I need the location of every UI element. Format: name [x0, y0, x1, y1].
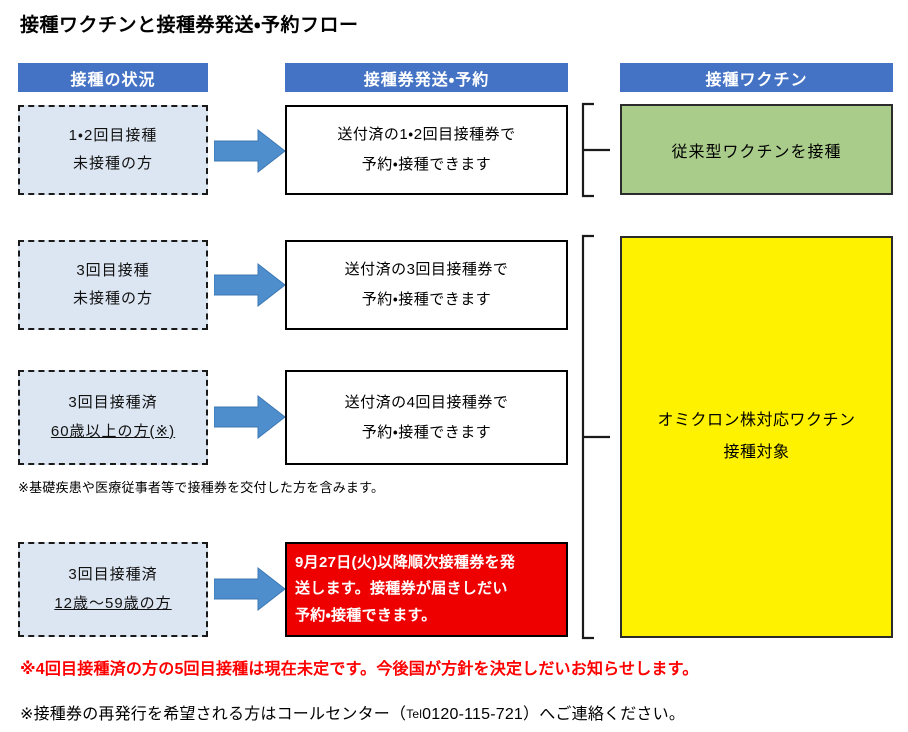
brace-connector-conventional — [580, 102, 614, 198]
ticket-line2: 予約・接種できます — [361, 423, 492, 441]
right-arrow-icon — [213, 566, 286, 612]
criteria-footnote: ※基礎疾患や医療従事者等で接種券を交付した方を含みます。 — [18, 480, 385, 495]
status-line2: 未接種の方 — [72, 290, 153, 307]
status-box-row2: 3回目接種 未接種の方 — [18, 240, 208, 330]
ticket-box-row1: 送付済の1・2回目接種券で 予約・接種できます — [285, 105, 568, 195]
vaccine-box-omicron: オミクロン株対応ワクチン 接種対象 — [620, 236, 893, 638]
right-arrow-icon — [213, 128, 286, 174]
ticket-line1: 送付済の1・2回目接種券で — [337, 126, 516, 143]
ticket-box-row3: 送付済の4回目接種券で 予約・接種できます — [285, 370, 568, 465]
contact-prefix: ※接種券の再発行を希望される方はコールセンター（ — [20, 706, 407, 723]
ticket-line3: 予約・接種できます。 — [295, 606, 437, 624]
vaccine-omicron-line1: オミクロン株対応ワクチン — [657, 412, 856, 429]
status-line1: 3回目接種済 — [68, 566, 158, 583]
ticket-line2: 予約・接種できます — [361, 291, 492, 308]
ticket-line2: 予約・接種できます — [361, 156, 492, 173]
status-box-row4: 3回目接種済 12歳〜59歳の方 — [18, 542, 208, 637]
vaccine-conventional-label: 従来型ワクチンを接種 — [671, 143, 842, 161]
tel-label: Tel — [406, 707, 423, 721]
status-line1: 1・2回目接種 — [68, 126, 158, 144]
status-line2: 12歳〜59歳の方 — [54, 594, 172, 612]
status-line2: 未接種の方 — [72, 155, 153, 172]
status-box-row1: 1・2回目接種 未接種の方 — [18, 105, 208, 195]
contact-suffix: ）へご連絡ください。 — [523, 706, 686, 723]
ticket-line1: 送付済の3回目接種券で — [344, 261, 509, 278]
contact-footnote: ※接種券の再発行を希望される方はコールセンター（Tel0120-115-721）… — [20, 700, 685, 724]
page-title: 接種ワクチンと接種券発送・予約フロー — [20, 15, 359, 36]
ticket-box-row2: 送付済の3回目接種券で 予約・接種できます — [285, 240, 568, 330]
red-alert-footnote: ※4回目接種済の方の5回目接種は現在未定です。今後国が方針を決定しだいお知らせし… — [20, 661, 699, 678]
ticket-box-row4-alert: 9月27日(火)以降順次接種券を発 送します。接種券が届きしだい 予約・接種でき… — [285, 542, 568, 637]
vaccine-box-conventional: 従来型ワクチンを接種 — [620, 104, 893, 195]
status-line1: 3回目接種済 — [68, 394, 158, 411]
status-box-row3: 3回目接種済 60歳以上の方(※) — [18, 370, 208, 465]
ticket-line1: 9月27日(火)以降順次接種券を発 — [295, 554, 516, 572]
ticket-line1: 送付済の4回目接種券で — [344, 393, 509, 411]
right-arrow-icon — [213, 394, 286, 440]
status-line2: 60歳以上の方(※) — [50, 422, 176, 440]
column-header-status: 接種の状況 — [18, 63, 208, 92]
ticket-line2: 送します。接種券が届きしだい — [295, 580, 508, 598]
column-header-vaccine: 接種ワクチン — [620, 63, 893, 92]
right-arrow-icon — [213, 262, 286, 308]
brace-connector-omicron — [580, 234, 614, 640]
tel-number: 0120-115-721 — [422, 706, 524, 723]
status-line1: 3回目接種 — [76, 261, 150, 279]
vaccine-omicron-line2: 接種対象 — [723, 444, 790, 461]
column-header-ticket: 接種券発送・予約 — [285, 63, 568, 92]
